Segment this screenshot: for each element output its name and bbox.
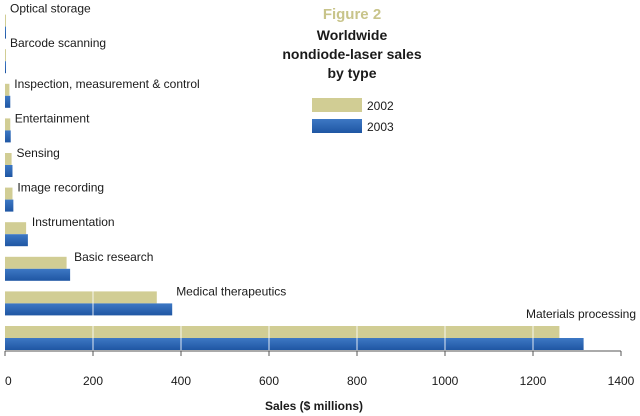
category-label: Medical therapeutics [176, 284, 286, 298]
figure-label: Figure 2 [323, 6, 381, 23]
category-label: Inspection, measurement & control [14, 77, 199, 91]
legend-label-2002: 2002 [367, 99, 394, 113]
bar-2002 [5, 187, 13, 200]
bar-2003 [5, 130, 11, 143]
bar-2002 [5, 83, 10, 96]
bar-2003 [5, 95, 11, 108]
legend-swatch-2003 [312, 119, 362, 133]
x-tick-label: 600 [259, 374, 279, 388]
bar-2003 [5, 199, 14, 212]
chart-title-line-2: nondiode-laser sales [282, 46, 421, 62]
bar-2003 [5, 165, 13, 177]
bar-2002 [5, 291, 157, 304]
x-tick-label: 800 [347, 374, 367, 388]
grid-layer [92, 5, 534, 351]
bar-2003 [5, 303, 173, 316]
category-label: Sensing [16, 146, 59, 160]
legend: 2002 2003 [312, 98, 394, 134]
x-tick-label: 0 [5, 374, 12, 388]
bar-2003 [5, 61, 6, 74]
bar-2002 [5, 118, 11, 131]
chart-title-line-1: Worldwide [317, 27, 388, 43]
category-label: Materials processing [526, 307, 636, 321]
category-label: Entertainment [15, 111, 90, 125]
x-tick-label: 400 [171, 374, 191, 388]
x-tick-label: 1400 [608, 374, 635, 388]
bar-2002 [5, 49, 6, 62]
bar-2002 [5, 256, 67, 269]
bar-2002 [5, 326, 560, 338]
x-tick-label: 200 [83, 374, 103, 388]
bars-layer [5, 14, 584, 350]
x-axis: 0 200 400 600 800 1000 1200 1400 [4, 350, 635, 388]
x-tick-label: 1200 [520, 374, 547, 388]
category-label: Instrumentation [32, 215, 115, 229]
category-label: Basic research [74, 250, 153, 264]
category-label: Image recording [17, 181, 104, 195]
bar-2002 [5, 222, 27, 235]
chart-title-line-3: by type [327, 65, 376, 81]
x-axis-title: Sales ($ millions) [265, 399, 363, 413]
bar-2003 [5, 234, 28, 247]
legend-swatch-2002 [312, 98, 362, 112]
bar-2002 [5, 153, 12, 165]
bar-2003 [5, 338, 584, 350]
bar-2003 [5, 268, 71, 281]
x-tick-label: 1000 [432, 374, 459, 388]
bar-2002 [5, 14, 6, 27]
bar-2003 [5, 26, 6, 39]
category-label: Optical storage [10, 2, 91, 16]
legend-label-2003: 2003 [367, 120, 394, 134]
category-label: Barcode scanning [10, 36, 106, 50]
